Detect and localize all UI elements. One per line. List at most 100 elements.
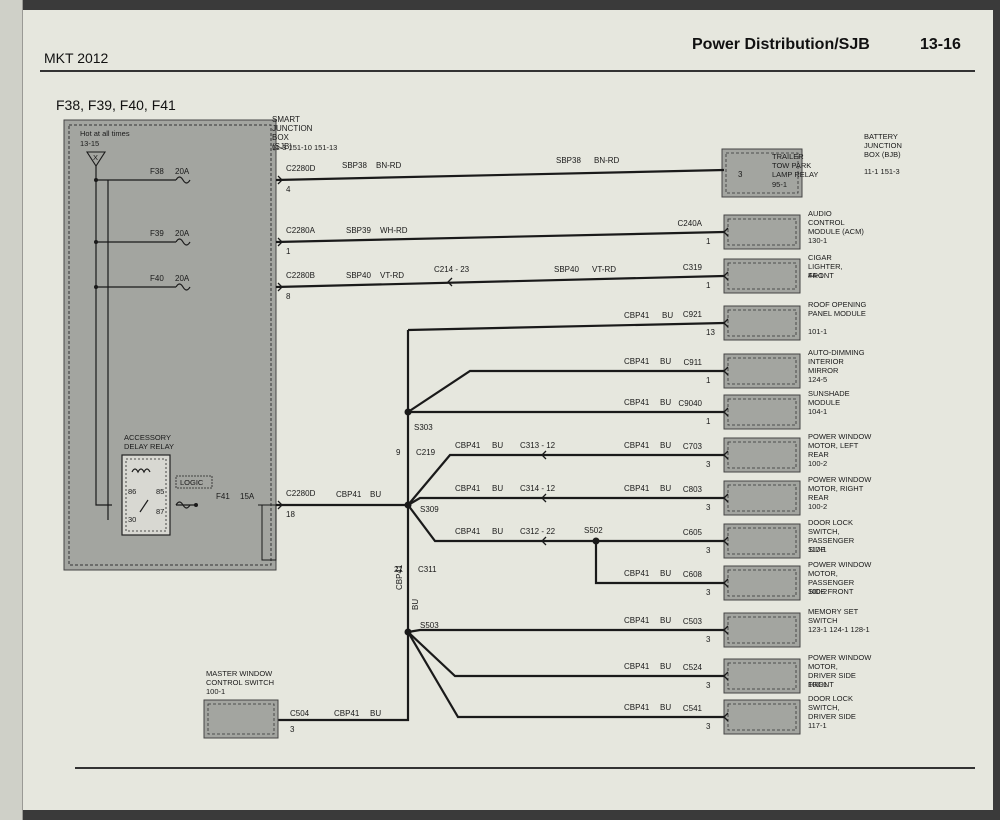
- wire-circuit: CBP41: [455, 484, 481, 493]
- load-connector: C605: [683, 528, 703, 537]
- sjb-refs: 11-3 151-10 151-13: [272, 143, 337, 152]
- relay-pin: 30: [128, 515, 136, 524]
- load-pin: 13: [706, 328, 715, 337]
- wire-circuit: CBP41: [455, 527, 481, 536]
- wire-circuit: CBP41: [334, 709, 360, 718]
- load-ref: 101-1: [808, 327, 827, 336]
- bjb-inner-relay-line: TRAILER: [772, 152, 804, 161]
- bjb-pin: 3: [738, 170, 743, 179]
- wire-cbp41-branch: [407, 369, 724, 413]
- load-pin: 3: [706, 588, 711, 597]
- load-name-line: PASSENGER: [808, 578, 855, 587]
- load-name-line: FRONT: [808, 680, 834, 689]
- relay-coil: [131, 468, 151, 474]
- wire-circuit: CBP41: [455, 441, 481, 450]
- load-name-line: POWER WINDOW: [808, 560, 872, 569]
- load-box-dashed: [727, 527, 797, 555]
- load-box: [723, 612, 801, 648]
- load-box-dashed: [727, 357, 797, 385]
- relay-logic-box: [175, 475, 213, 489]
- sjb-label-line: (SJB): [272, 142, 292, 151]
- load-box-dashed: [725, 152, 799, 194]
- load-name-line: DOOR LOCK: [808, 694, 853, 703]
- hot-bus-symbol: [85, 151, 107, 168]
- load-ref: 117-1: [808, 545, 827, 554]
- sjb-pin: 1: [286, 247, 291, 256]
- sjb-connector: C2280B: [286, 271, 315, 280]
- wire-cbp41-branch: [407, 631, 724, 719]
- load-box-dashed: [727, 398, 797, 426]
- load-connector: C9040: [678, 399, 702, 408]
- load-connector: C524: [683, 663, 703, 672]
- load-ref: 124-5: [808, 375, 827, 384]
- wire-cbp41-trunk: [276, 330, 410, 722]
- sjb-connector: C2280A: [286, 226, 316, 235]
- load-name-line: POWER WINDOW: [808, 475, 872, 484]
- load-box: [723, 658, 801, 694]
- load-name-line: PASSENGER: [808, 536, 855, 545]
- load-box: [721, 148, 803, 198]
- relay-label-2: DELAY RELAY: [124, 442, 174, 451]
- load-pin: 3: [706, 681, 711, 690]
- load-ref: 44-1: [808, 271, 823, 280]
- sjb-box-dashed-outline: [68, 124, 272, 566]
- splice-label: S303: [414, 423, 433, 432]
- load-pin: 1: [706, 237, 711, 246]
- load-pin: 3: [706, 503, 711, 512]
- inline-chevron: [447, 277, 453, 287]
- c219-label: C219: [416, 448, 436, 457]
- wire-circuit: CBP41: [624, 662, 650, 671]
- load-name-line: JUNCTION: [864, 141, 902, 150]
- wire-color: BU: [662, 311, 673, 320]
- load-box-dashed: [727, 218, 797, 246]
- load-name-line: CONTROL: [808, 218, 845, 227]
- load-name-line: AUTO-DIMMING: [808, 348, 865, 357]
- wire-color: BU: [370, 709, 381, 718]
- load-pin: 1: [706, 417, 711, 426]
- load-box-dashed: [727, 309, 797, 337]
- load-connector: C608: [683, 570, 703, 579]
- load-box: [723, 305, 801, 341]
- fuse-symbol: [175, 283, 191, 291]
- master-switch-box: [203, 699, 279, 739]
- load-name-line: INTERIOR: [808, 357, 844, 366]
- relay-label-1: ACCESSORY: [124, 433, 171, 442]
- c311-pin: 21: [394, 565, 403, 574]
- wire-cbp41-branch: [407, 453, 724, 506]
- inline-connector: C312 - 22: [520, 527, 556, 536]
- sjb-pin: 18: [286, 510, 295, 519]
- wire-cbp41-branch: [407, 496, 724, 506]
- load-pin: 1: [706, 376, 711, 385]
- load-box: [723, 353, 801, 389]
- load-box: [723, 480, 801, 516]
- load-name-line: PANEL MODULE: [808, 309, 866, 318]
- load-name-line: MODULE: [808, 398, 840, 407]
- inline-connector: C314 - 12: [520, 484, 556, 493]
- page-number: 13-16: [920, 36, 961, 53]
- load-connector: C319: [683, 263, 703, 272]
- sjb-label-line: SMART: [272, 115, 300, 124]
- wire-cbp41-branch: [407, 628, 724, 634]
- load-name-line: SWITCH,: [808, 527, 840, 536]
- load-name-line: SIDE FRONT: [808, 587, 854, 596]
- load-box-dashed: [727, 662, 797, 690]
- load-connector: C503: [683, 617, 703, 626]
- relay-box: [121, 454, 171, 536]
- load-connector: C240A: [678, 219, 703, 228]
- load-connector: C703: [683, 442, 703, 451]
- fuse-name: F38: [150, 167, 164, 176]
- wire-color: VT-RD: [592, 265, 616, 274]
- hot-at-all-times-ref: 13-15: [80, 139, 99, 148]
- relay-pin: 87: [156, 507, 164, 516]
- master-switch-name-line: CONTROL SWITCH: [206, 678, 274, 687]
- inline-chevron: [541, 450, 547, 460]
- load-name-line: MEMORY SET: [808, 607, 859, 616]
- load-name-line: SWITCH: [808, 616, 838, 625]
- wire-circuit: CBP41: [624, 311, 650, 320]
- sjb-label-line: JUNCTION: [272, 124, 313, 133]
- fuse-name: F39: [150, 229, 164, 238]
- load-ref: 104-1: [808, 407, 827, 416]
- footer-rule: [75, 767, 975, 769]
- load-box-dashed: [727, 569, 797, 597]
- load-name-line: DOOR LOCK: [808, 518, 853, 527]
